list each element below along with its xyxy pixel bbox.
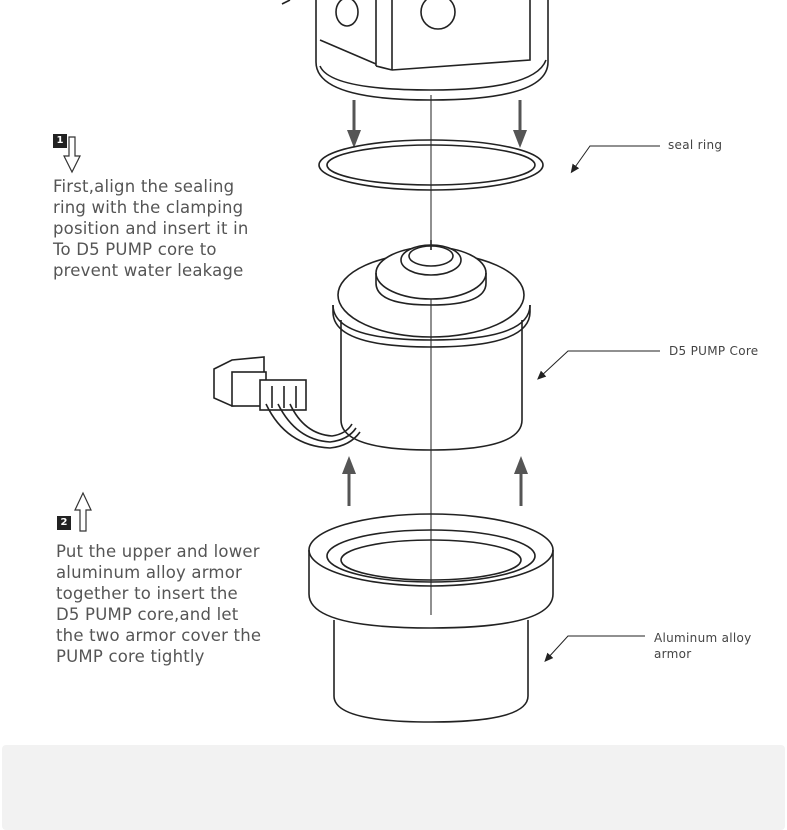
step1-line: position and insert it in <box>53 219 249 238</box>
step1-line: To D5 PUMP core to <box>53 240 217 259</box>
step2-line: Put the upper and lower <box>56 542 260 561</box>
up-arrows <box>342 456 528 506</box>
step1-line: ring with the clamping <box>53 198 244 217</box>
step2-up-arrow-icon <box>74 491 92 532</box>
aluminum-armor <box>308 513 554 723</box>
armor-label-line1: Aluminum alloy <box>654 631 752 645</box>
seal-ring <box>318 139 544 191</box>
step2-line: PUMP core tightly <box>56 647 205 666</box>
step2-line: aluminum alloy armor <box>56 563 242 582</box>
step2-line: the two armor cover the <box>56 626 262 645</box>
down-arrows <box>347 100 527 148</box>
step1-line: First,align the sealing <box>53 177 235 196</box>
step1-line: prevent water leakage <box>53 261 244 280</box>
power-connector <box>213 356 361 449</box>
callout-leaders <box>537 145 660 662</box>
footer-panel <box>2 745 785 830</box>
step1-number-badge: 1 <box>53 134 67 148</box>
seal-ring-label: seal ring <box>668 138 723 152</box>
armor-label: Aluminum alloy armor <box>654 630 752 662</box>
step2-number-badge: 2 <box>57 516 71 530</box>
top-cover-part <box>281 0 549 101</box>
armor-label-line2: armor <box>654 647 692 661</box>
step1-down-arrow-icon <box>63 136 81 174</box>
step2-instruction-text: Put the upper and lower aluminum alloy a… <box>56 541 261 667</box>
pump-core-label: D5 PUMP Core <box>669 344 759 358</box>
step2-line: together to insert the <box>56 584 238 603</box>
pump-core <box>332 240 531 451</box>
step1-instruction-text: First,align the sealing ring with the cl… <box>53 176 249 281</box>
step2-line: D5 PUMP core,and let <box>56 605 239 624</box>
